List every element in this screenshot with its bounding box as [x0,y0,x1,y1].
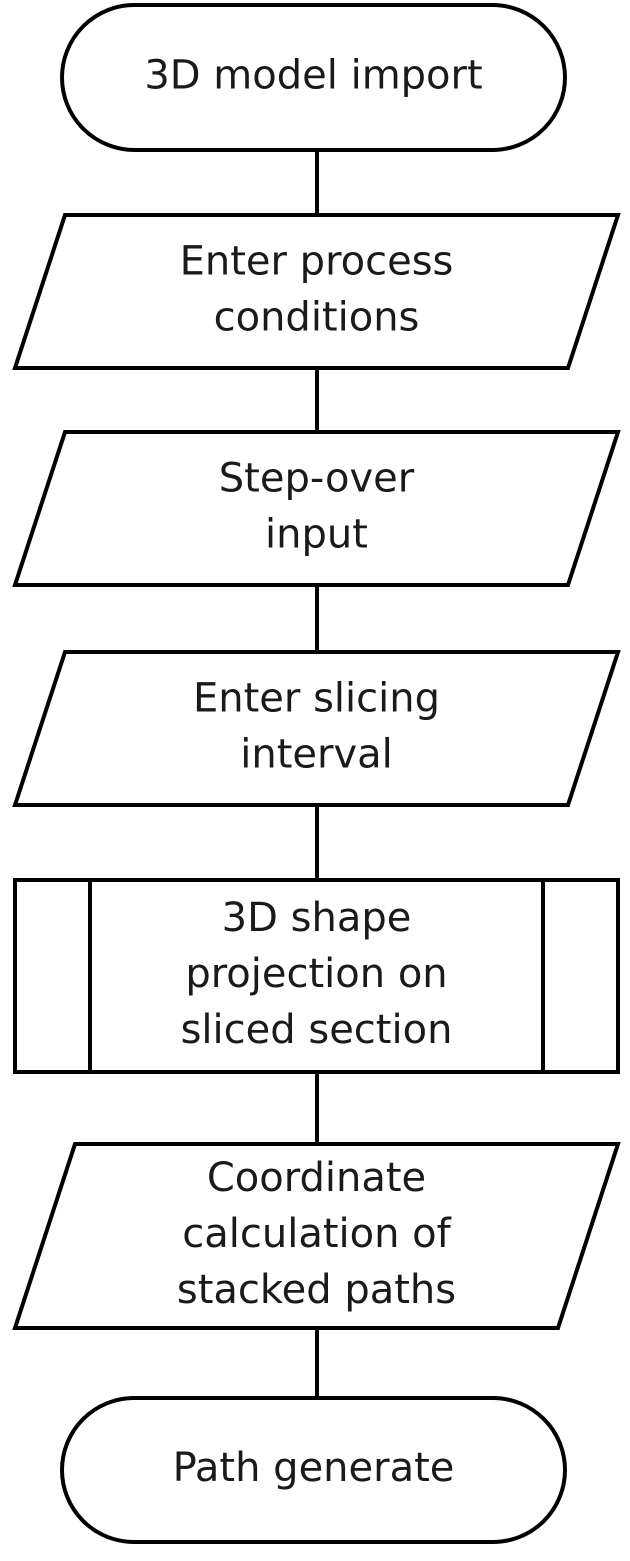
node-label-line: sliced section [181,1007,453,1053]
parallelogram-shape [12,213,621,370]
node-step-over: Step-over input [12,430,621,587]
node-label-line: calculation of [182,1211,451,1257]
node-label-line: stacked paths [177,1267,456,1313]
node-slicing-interval: Enter slicing interval [12,650,621,807]
predefined-process-shape [13,878,620,1074]
node-label-line: Step-over [219,456,415,502]
parallelogram-shape [12,1142,621,1330]
node-label-line: 3D model import [144,53,482,99]
terminator-shape [60,3,567,152]
node-end: Path generate [60,1396,567,1544]
node-projection: 3D shape projection on sliced section [13,878,620,1074]
node-coordinate-calc: Coordinate calculation of stacked paths [12,1142,621,1330]
parallelogram-shape [12,430,621,587]
node-start: 3D model import [60,3,567,152]
node-label-line: input [265,512,368,558]
parallelogram-shape [12,650,621,807]
node-label-line: interval [240,732,393,778]
node-process-conditions: Enter process conditions [12,213,621,370]
node-label-line: Path generate [173,1445,455,1491]
node-label-line: Enter process [180,239,454,285]
node-label-line: Enter slicing [193,676,440,722]
node-label-line: projection on [185,951,447,997]
terminator-shape [60,1396,567,1544]
node-label-line: Coordinate [207,1155,426,1201]
node-label-line: conditions [214,295,420,341]
node-label-line: 3D shape [222,895,412,941]
